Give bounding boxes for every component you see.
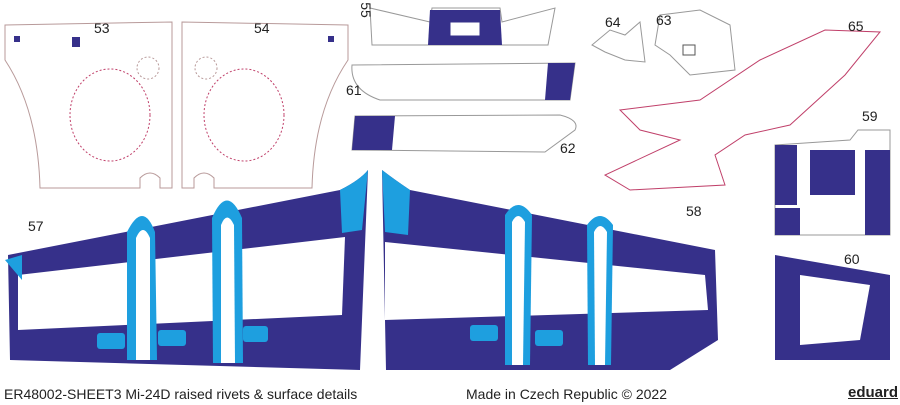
part-59 bbox=[774, 129, 891, 236]
sheet-title: ER48002-SHEET3 Mi-24D raised rivets & su… bbox=[4, 386, 358, 402]
part-63 bbox=[654, 9, 736, 76]
part-label-57: 57 bbox=[28, 218, 44, 234]
part-label-62: 62 bbox=[560, 140, 576, 156]
part-62 bbox=[351, 114, 577, 153]
part-55 bbox=[369, 7, 556, 46]
part-57 bbox=[5, 170, 368, 370]
brand-logo: eduard bbox=[848, 384, 899, 401]
part-label-53: 53 bbox=[94, 20, 110, 36]
part-64 bbox=[591, 21, 646, 63]
part-label-60: 60 bbox=[844, 251, 860, 267]
part-label-54: 54 bbox=[254, 20, 270, 36]
part-65 bbox=[603, 29, 882, 191]
part-label-64: 64 bbox=[605, 14, 621, 30]
part-label-61: 61 bbox=[346, 82, 362, 98]
part-53 bbox=[4, 21, 173, 189]
part-54 bbox=[181, 21, 349, 189]
part-label-63: 63 bbox=[656, 12, 672, 28]
part-label-59: 59 bbox=[862, 108, 878, 124]
part-61 bbox=[351, 62, 576, 101]
part-58 bbox=[382, 170, 718, 370]
part-60 bbox=[775, 255, 890, 360]
part-label-65: 65 bbox=[848, 18, 864, 34]
part-label-55: 55 bbox=[357, 2, 374, 18]
part-label-58: 58 bbox=[686, 203, 702, 219]
origin-text: Made in Czech Republic © 2022 bbox=[466, 386, 667, 402]
